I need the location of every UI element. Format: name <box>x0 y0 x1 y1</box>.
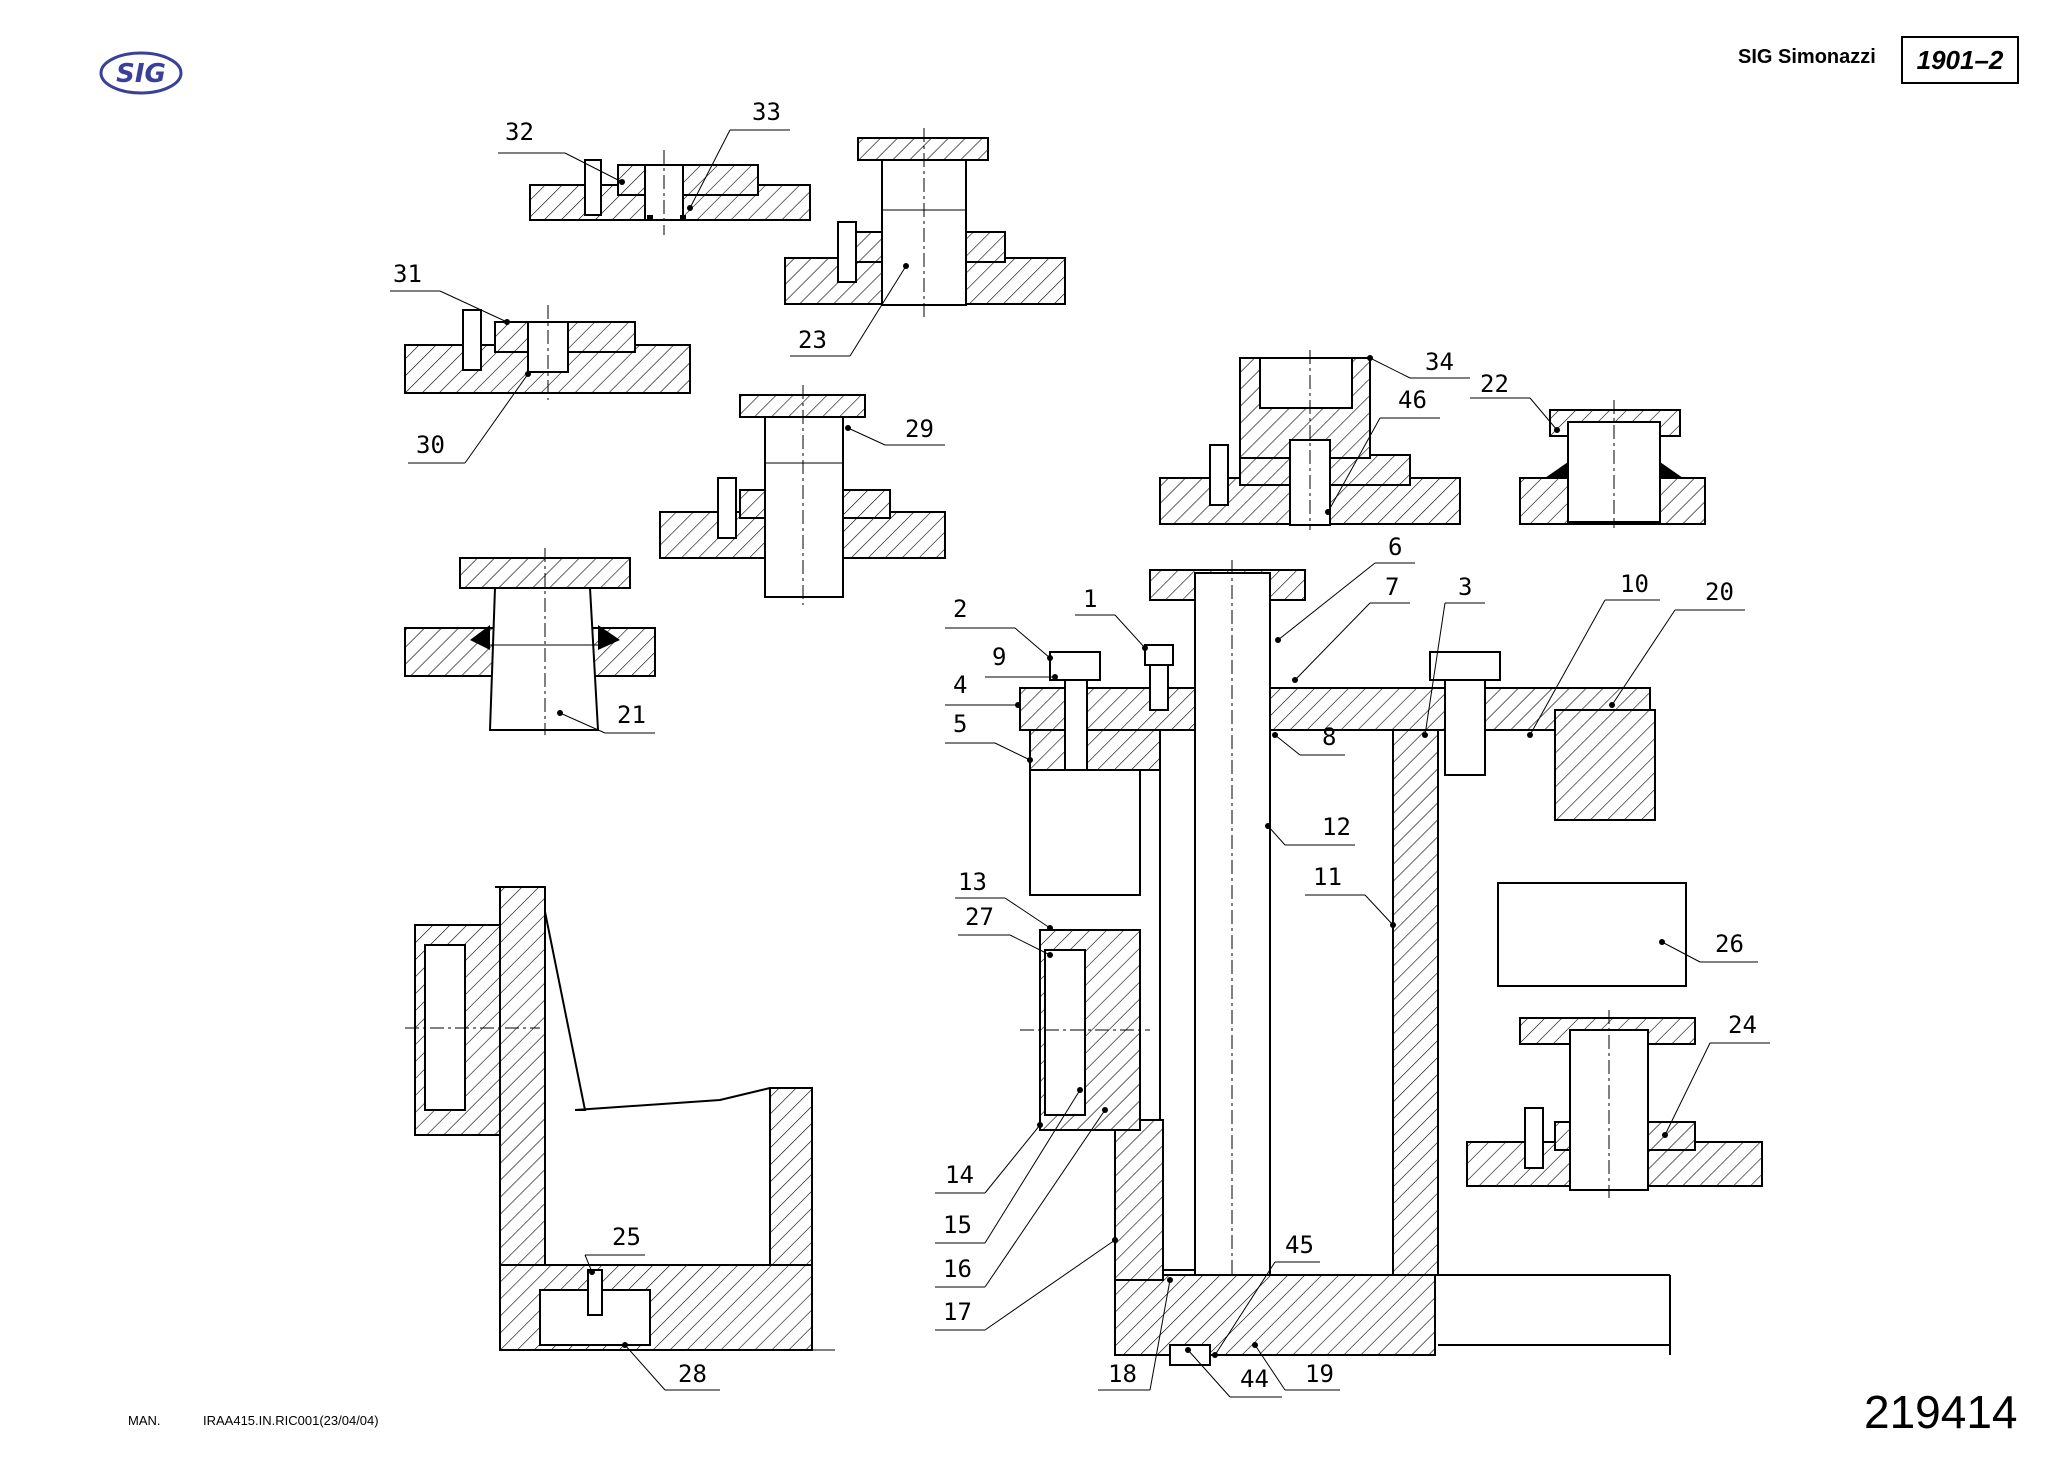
label-5: 5 <box>953 710 967 738</box>
sig-logo: SIG <box>99 51 183 95</box>
label-17: 17 <box>943 1298 972 1326</box>
document-code: 1901–2 <box>1916 44 2004 75</box>
callout-labels: 32 33 23 31 30 29 21 34 46 22 6 7 <box>390 98 1770 1398</box>
label-4: 4 <box>953 671 967 699</box>
main-assembly <box>1019 560 1687 1366</box>
footer-man-label: MAN. <box>128 1413 161 1428</box>
logo-text: SIG <box>116 59 166 89</box>
label-8: 8 <box>1322 723 1336 751</box>
label-3: 3 <box>1458 573 1472 601</box>
label-23: 23 <box>798 326 827 354</box>
label-34: 34 <box>1425 348 1454 376</box>
label-27: 27 <box>965 903 994 931</box>
detail-22 <box>1519 400 1706 528</box>
label-12: 12 <box>1322 813 1351 841</box>
label-18: 18 <box>1108 1360 1137 1388</box>
label-10: 10 <box>1620 570 1649 598</box>
label-1: 1 <box>1083 585 1097 613</box>
label-22: 22 <box>1480 370 1509 398</box>
label-2: 2 <box>953 595 967 623</box>
label-25: 25 <box>612 1223 641 1251</box>
label-16: 16 <box>943 1255 972 1283</box>
label-13: 13 <box>958 868 987 896</box>
detail-32-33 <box>529 150 811 235</box>
label-20: 20 <box>1705 578 1734 606</box>
label-14: 14 <box>945 1161 974 1189</box>
label-24: 24 <box>1728 1011 1757 1039</box>
label-29: 29 <box>905 415 934 443</box>
detail-25-28 <box>405 886 835 1351</box>
detail-24 <box>1466 1010 1763 1198</box>
detail-23 <box>784 128 1066 318</box>
label-46: 46 <box>1398 386 1427 414</box>
label-21: 21 <box>617 701 646 729</box>
label-15: 15 <box>943 1211 972 1239</box>
label-28: 28 <box>678 1360 707 1388</box>
footer-reference: IRAA415.IN.RIC001(23/04/04) <box>203 1413 379 1428</box>
label-9: 9 <box>992 643 1006 671</box>
detail-31-30 <box>404 305 691 400</box>
label-32: 32 <box>505 118 534 146</box>
part-number: 219414 <box>1864 1386 2018 1438</box>
label-11: 11 <box>1313 863 1342 891</box>
label-6: 6 <box>1388 533 1402 561</box>
detail-34-46 <box>1159 350 1461 530</box>
label-45: 45 <box>1285 1231 1314 1259</box>
label-44: 44 <box>1240 1365 1269 1393</box>
document-code-box: 1901–2 <box>1901 36 2019 84</box>
label-7: 7 <box>1385 573 1399 601</box>
label-30: 30 <box>416 431 445 459</box>
label-26: 26 <box>1715 930 1744 958</box>
label-33: 33 <box>752 98 781 126</box>
label-19: 19 <box>1305 1360 1334 1388</box>
company-name: SIG Simonazzi <box>1738 46 1876 68</box>
detail-29 <box>659 385 946 605</box>
label-31: 31 <box>393 260 422 288</box>
detail-21 <box>404 548 656 735</box>
